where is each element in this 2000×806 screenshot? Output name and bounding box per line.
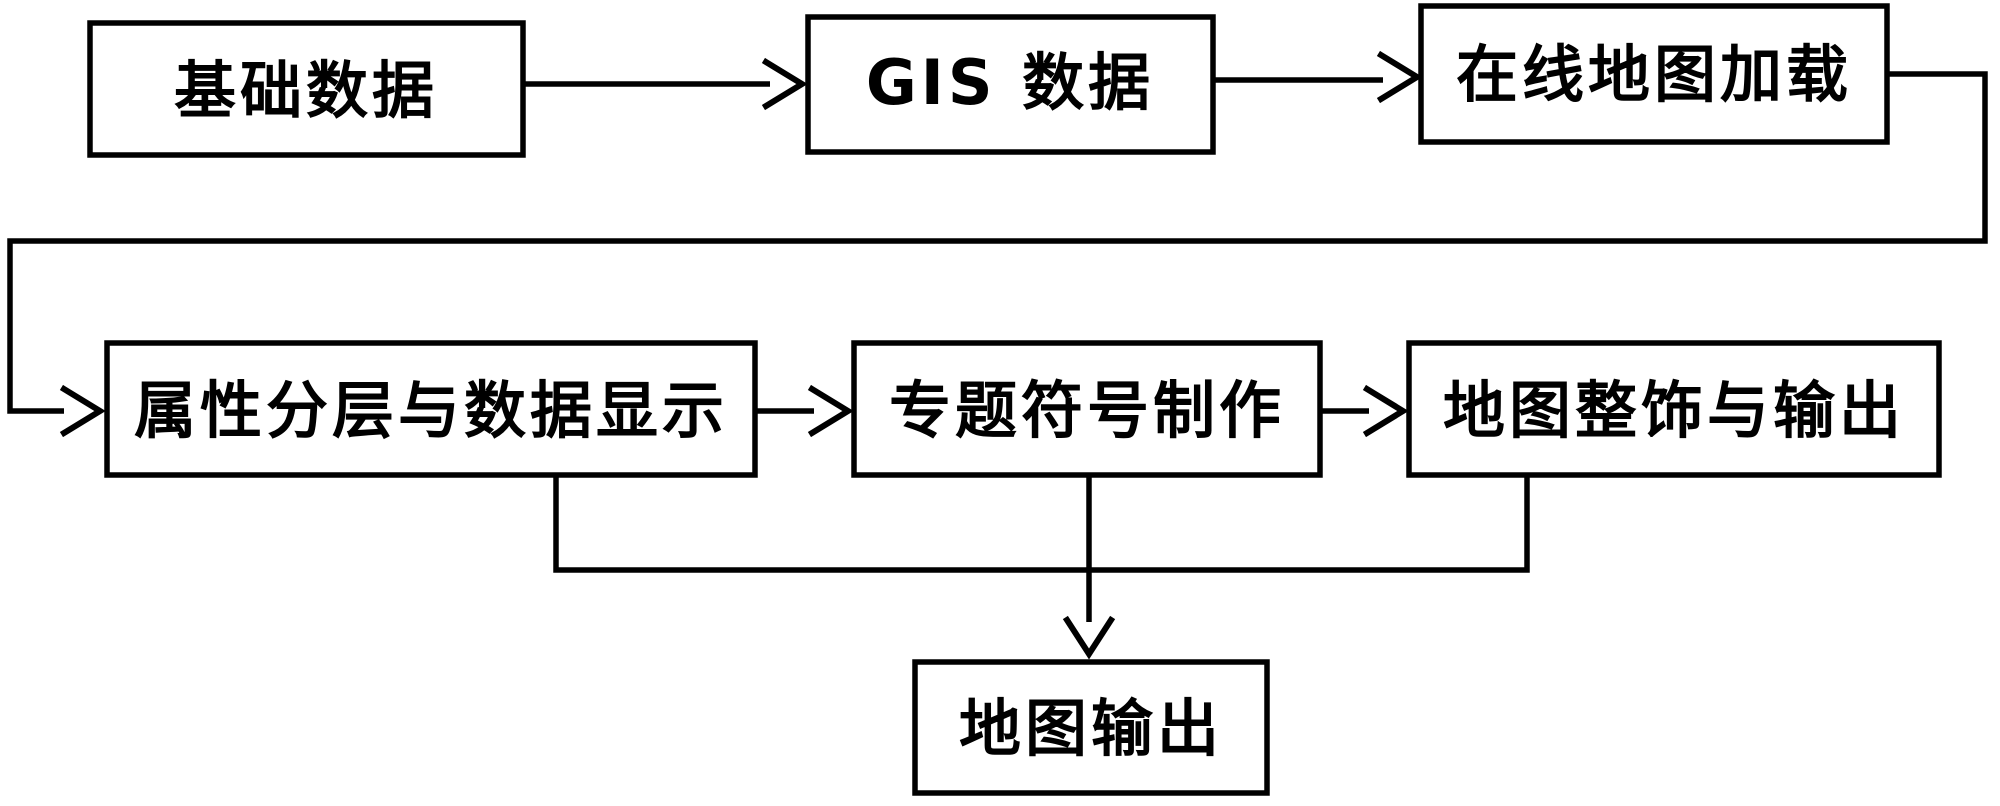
node-map-output: 地图输出	[912, 659, 1270, 796]
arrowhead-into-thematic-symbol	[807, 384, 854, 438]
map-output-box	[912, 659, 1270, 796]
arrowhead-into-attribute-layering	[59, 384, 106, 438]
arrowhead-into-online-map-loading	[1376, 50, 1423, 104]
edge-online-map-loading-to-attribute-layering	[7, 71, 1988, 414]
map-output-label: 地图输出	[959, 692, 1223, 765]
online-map-loading-box	[1418, 3, 1890, 145]
arrowhead-into-map-decoration	[1362, 384, 1409, 438]
arrowhead-into-map-output	[1062, 615, 1116, 660]
arrowhead-into-gis-data	[761, 57, 808, 111]
thematic-symbol-making-label: 专题符号制作	[889, 374, 1285, 447]
basic-data-box	[87, 20, 526, 158]
online-map-loading-label: 在线地图加载	[1456, 38, 1852, 111]
gis-data-label: GIS 数据	[866, 46, 1154, 119]
basic-data-label: 基础数据	[174, 54, 438, 127]
attribute-layering-data-display-box	[104, 340, 758, 478]
gis-data-box	[805, 14, 1216, 155]
node-thematic-symbol-making: 专题符号制作	[851, 340, 1323, 478]
node-map-decoration-and-output: 地图整饰与输出	[1406, 340, 1942, 478]
attribute-layering-data-display-label: 属性分层与数据显示	[134, 374, 728, 447]
node-attribute-layering-data-display: 属性分层与数据显示	[104, 340, 758, 478]
edge-collector-bar	[553, 475, 1530, 573]
node-basic-data: 基础数据	[87, 20, 526, 158]
map-decoration-and-output-label: 地图整饰与输出	[1443, 374, 1905, 447]
thematic-symbol-making-box	[851, 340, 1323, 478]
node-online-map-loading: 在线地图加载	[1418, 3, 1890, 145]
map-decoration-and-output-box	[1406, 340, 1942, 478]
node-gis-data: GIS 数据	[805, 14, 1216, 155]
